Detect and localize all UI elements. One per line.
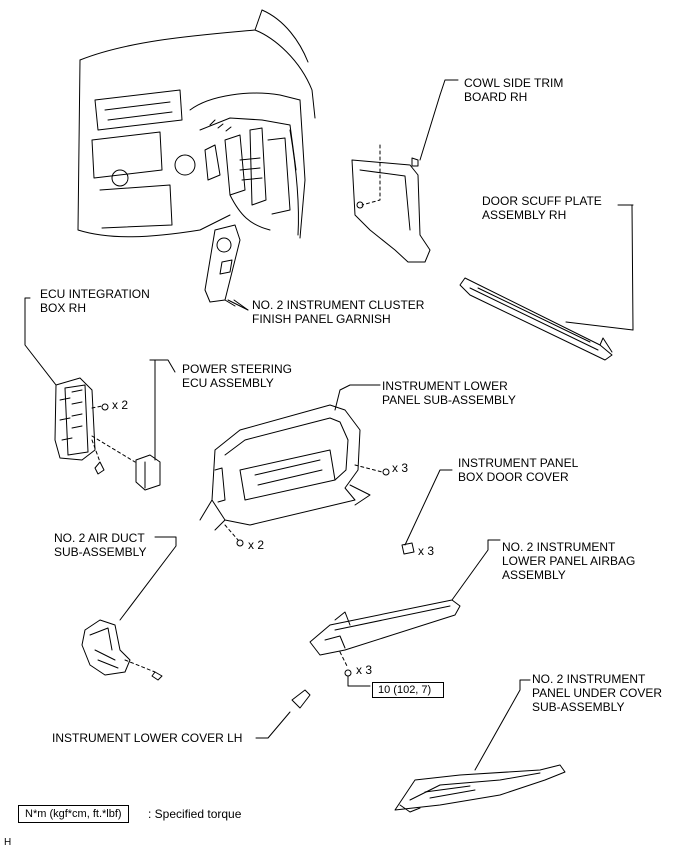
- leader-lines: [227, 299, 249, 311]
- dashboard-drawing: [77, 9, 316, 239]
- cowl-side-trim-drawing: [351, 79, 459, 263]
- under-cover-drawing: [394, 679, 566, 813]
- qty-airbag-bolts: x 3: [356, 663, 373, 677]
- air-duct-drawing: [81, 536, 177, 681]
- qty-lower-panel-right: x 3: [392, 461, 409, 475]
- qty-box-door-cover: x 3: [418, 544, 435, 558]
- corner-mark: H: [4, 837, 12, 848]
- ecu-integration-box-drawing: [24, 297, 136, 475]
- power-steering-ecu-drawing: [135, 359, 176, 491]
- legend-torque-units: N*m (kgf*cm, ft.*lbf): [18, 805, 129, 823]
- legend-description: : Specified torque: [148, 807, 242, 821]
- door-scuff-plate-drawing: [459, 204, 634, 361]
- cluster-finish-panel-drawing: [204, 224, 249, 311]
- lower-cover-lh-drawing: [255, 689, 311, 739]
- airbag-assembly-drawing: [309, 539, 501, 687]
- label-lower-cover-lh: INSTRUMENT LOWER COVER LH: [52, 731, 243, 745]
- qty-lower-panel-bottom: x 2: [248, 538, 265, 552]
- torque-spec-box: 10 (102, 7): [372, 682, 444, 698]
- box-door-cover-drawing: [401, 469, 453, 555]
- instrument-lower-panel-drawing: [199, 384, 390, 547]
- qty-ecu-screws: x 2: [112, 398, 129, 412]
